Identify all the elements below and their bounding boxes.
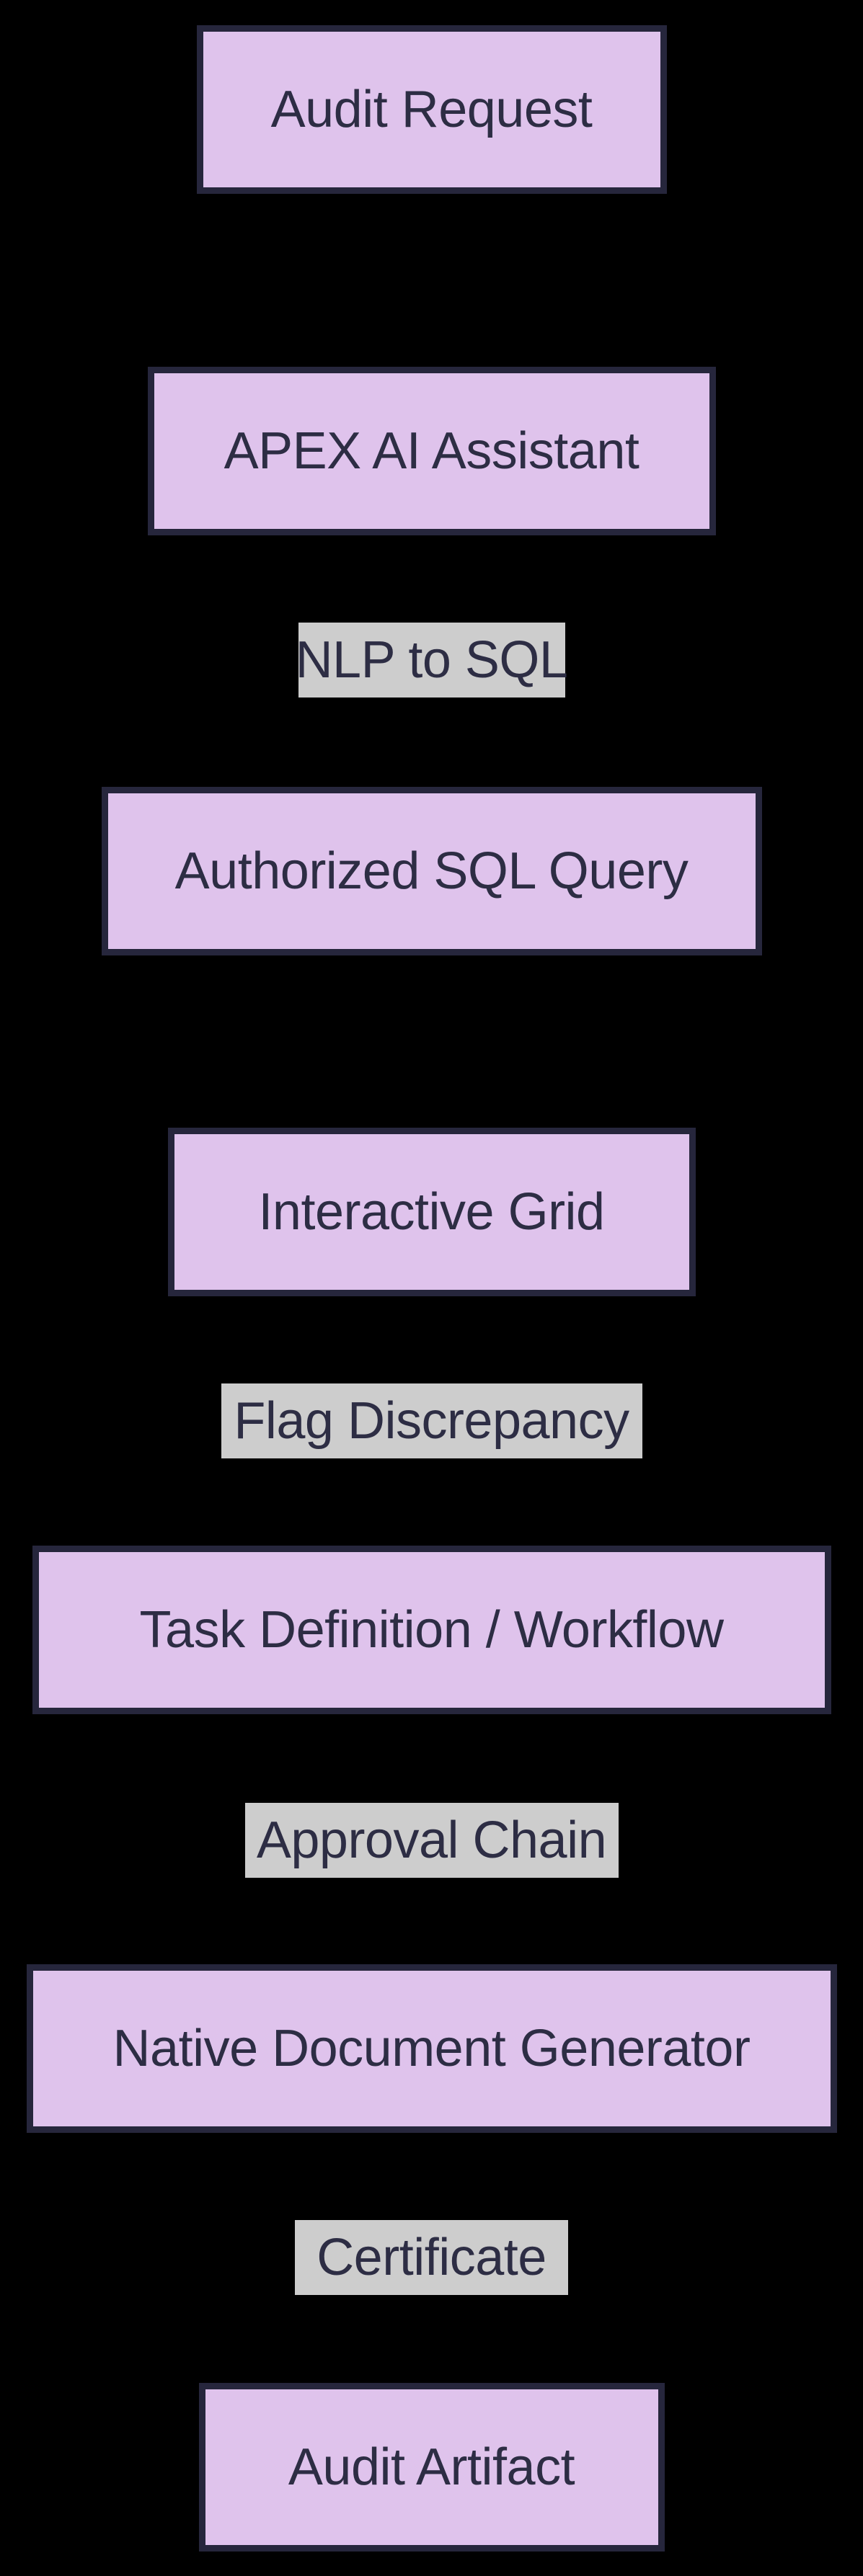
node-audit-artifact: Audit Artifact: [198, 2383, 665, 2552]
node-apex-ai-assistant: APEX AI Assistant: [147, 367, 716, 535]
node-task-definition-workflow: Task Definition / Workflow: [32, 1546, 831, 1714]
node-native-document-generator: Native Document Generator: [26, 1964, 837, 2133]
edge-label-flag-discrepancy: Flag Discrepancy: [221, 1383, 642, 1458]
node-authorized-sql-query: Authorized SQL Query: [101, 787, 762, 955]
edge-label-nlp-to-sql: NLP to SQL: [296, 623, 568, 698]
node-interactive-grid: Interactive Grid: [167, 1128, 696, 1296]
edge-label-approval-chain: Approval Chain: [244, 1803, 619, 1878]
edge-label-certificate: Certificate: [295, 2220, 568, 2295]
node-audit-request: Audit Request: [196, 25, 667, 194]
